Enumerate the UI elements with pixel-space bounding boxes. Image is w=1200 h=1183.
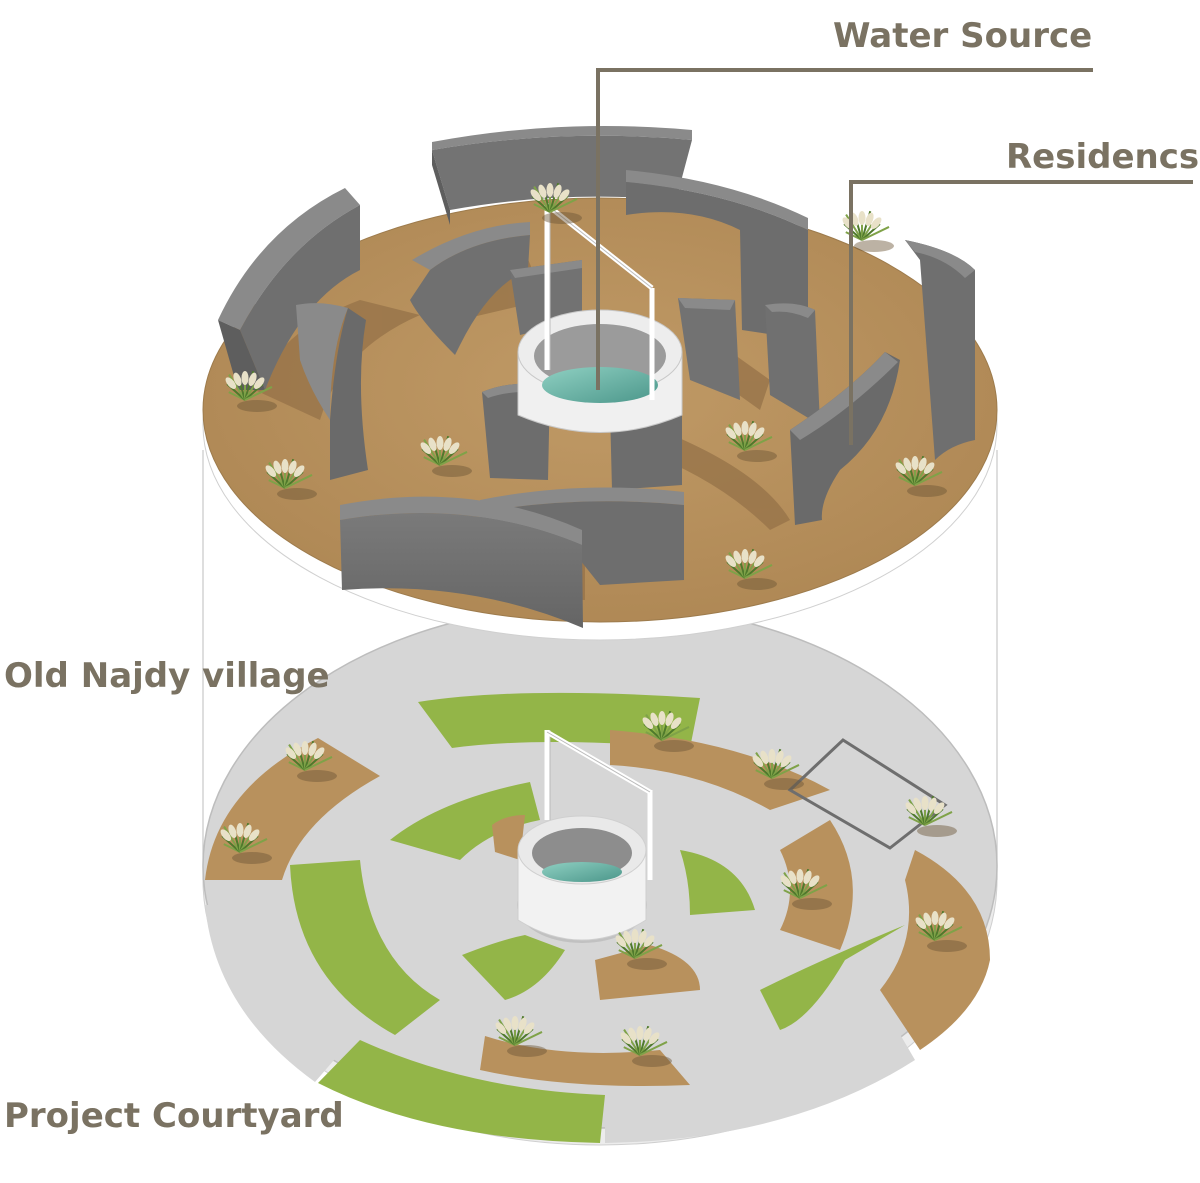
plant-icon bbox=[420, 435, 472, 477]
plant-icon bbox=[780, 868, 832, 910]
old-najdy-village-model bbox=[202, 126, 998, 641]
plant-icon bbox=[895, 455, 947, 497]
plant-icon bbox=[905, 795, 957, 837]
plant-icon bbox=[615, 928, 667, 970]
plant-icon bbox=[285, 740, 337, 782]
plant-icon bbox=[915, 910, 967, 952]
village-well bbox=[517, 203, 683, 433]
courtyard-well bbox=[517, 729, 653, 943]
old-najdy-village-label: Old Najdy village bbox=[4, 656, 330, 696]
outline-bracket bbox=[787, 738, 948, 850]
plant-icon bbox=[752, 748, 804, 790]
plant-icon bbox=[620, 1025, 672, 1067]
plant-icon bbox=[642, 710, 694, 752]
plant-icon bbox=[225, 370, 277, 412]
water-source-label: Water Source bbox=[833, 16, 1093, 56]
connector-lines bbox=[202, 450, 998, 880]
middle-ring-segments bbox=[290, 730, 905, 1086]
plants-layer bbox=[220, 182, 967, 1067]
project-courtyard-label: Project Courtyard bbox=[4, 1096, 344, 1136]
project-courtyard-plan bbox=[202, 603, 998, 1146]
plant-icon bbox=[725, 420, 777, 462]
residences-label: Residencs bbox=[1006, 137, 1200, 177]
plant-icon bbox=[842, 210, 894, 252]
plant-icon bbox=[265, 458, 317, 500]
inner-ring-segments bbox=[462, 815, 755, 1000]
leader-lines bbox=[596, 68, 1193, 445]
plant-icon bbox=[220, 822, 272, 864]
plant-icon bbox=[725, 548, 777, 590]
plant-icon bbox=[530, 182, 582, 224]
plant-icon bbox=[495, 1015, 547, 1057]
outer-ring-segments bbox=[205, 692, 990, 1143]
